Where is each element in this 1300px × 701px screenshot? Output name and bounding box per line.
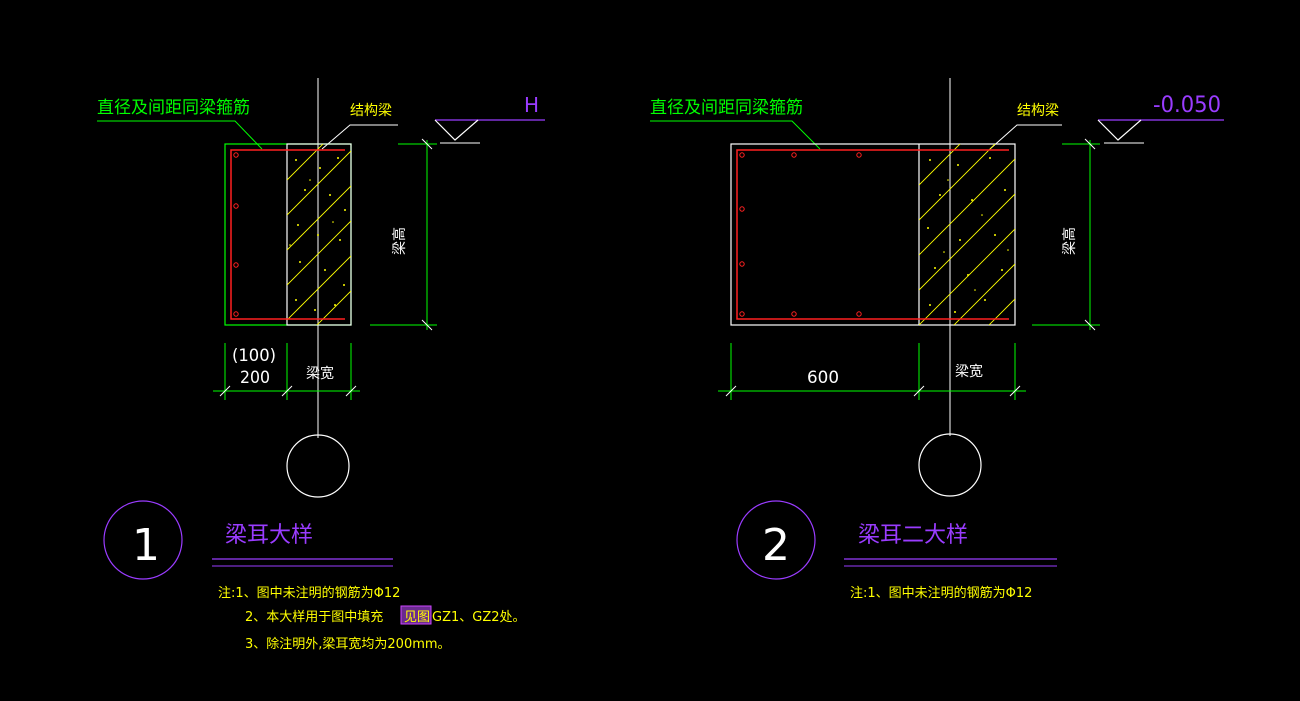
beam-label: 结构梁	[1017, 103, 1059, 119]
width-dim-tick-2	[913, 385, 925, 397]
width-dim-left-bottom: 200	[240, 368, 270, 388]
detail-number: 1	[132, 520, 160, 571]
note-1: 注:1、图中未注明的钢筋为Φ12	[218, 585, 400, 601]
structural-beam	[286, 143, 352, 326]
concrete-dots	[927, 157, 1009, 313]
axis-bubble	[286, 434, 350, 498]
concrete-hatch	[287, 144, 351, 325]
rebar-dots	[233, 152, 239, 317]
elevation-label: -0.050	[1153, 93, 1221, 118]
detail-number-circle	[736, 500, 816, 580]
elevation-triangle	[1097, 119, 1142, 141]
note-2-tail: GZ1、GZ2处。	[432, 610, 526, 625]
height-dim-tick-top	[421, 138, 433, 150]
detail-1: 直径及间距同梁箍筋 结构梁 H	[97, 78, 545, 652]
beam-label: 结构梁	[350, 103, 392, 119]
detail-number: 2	[762, 520, 790, 571]
width-dim-tick-2	[281, 385, 293, 397]
beam-ear-outline	[224, 143, 352, 326]
width-dim-left-top: (100)	[232, 346, 276, 366]
detail-number-circle	[103, 500, 183, 580]
rebar-dots	[739, 152, 862, 317]
detail-title: 梁耳二大样	[858, 523, 968, 548]
height-dim-tick-top	[1084, 138, 1096, 150]
width-dim-right: 梁宽	[955, 363, 983, 380]
note-1: 注:1、图中未注明的钢筋为Φ12	[850, 585, 1032, 601]
width-dim-tick-3	[1009, 385, 1021, 397]
stirrup-leader-label: 直径及间距同梁箍筋	[97, 98, 250, 118]
axis-bubble	[918, 433, 982, 497]
width-dim-tick-1	[219, 385, 231, 397]
concrete-dots	[289, 157, 346, 311]
beam-ear-outline	[730, 143, 1016, 326]
rebar-stirrup	[230, 149, 345, 320]
note-2-hatch-text: 见图	[404, 610, 430, 625]
detail-title: 梁耳大样	[225, 523, 313, 548]
stirrup-leader-line	[97, 120, 263, 150]
width-dim-tick-3	[345, 385, 357, 397]
stirrup-leader-label: 直径及间距同梁箍筋	[650, 98, 803, 118]
note-hatch-swatch	[400, 605, 432, 625]
note-3: 3、除注明外,梁耳宽均为200mm。	[245, 636, 451, 652]
height-dim-label: 梁高	[391, 227, 408, 255]
beam-leader-line	[321, 124, 398, 150]
beam-leader-line	[989, 124, 1062, 150]
height-dim-label: 梁高	[1061, 227, 1078, 255]
width-dim-right: 梁宽	[306, 365, 334, 382]
note-2: 2、本大样用于图中填充	[245, 609, 383, 625]
width-dim-tick-1	[725, 385, 737, 397]
detail-2: 直径及间距同梁箍筋 结构梁 -0.050	[650, 78, 1224, 601]
stirrup-leader-line	[650, 120, 821, 150]
elevation-triangle	[434, 119, 479, 141]
width-dim-left: 600	[807, 368, 839, 388]
rebar-stirrup	[736, 149, 1009, 320]
elevation-label: H	[524, 93, 539, 117]
height-dim-tick-bottom	[1084, 319, 1096, 331]
concrete-hatch	[919, 144, 1015, 325]
height-dim-tick-bottom	[421, 319, 433, 331]
